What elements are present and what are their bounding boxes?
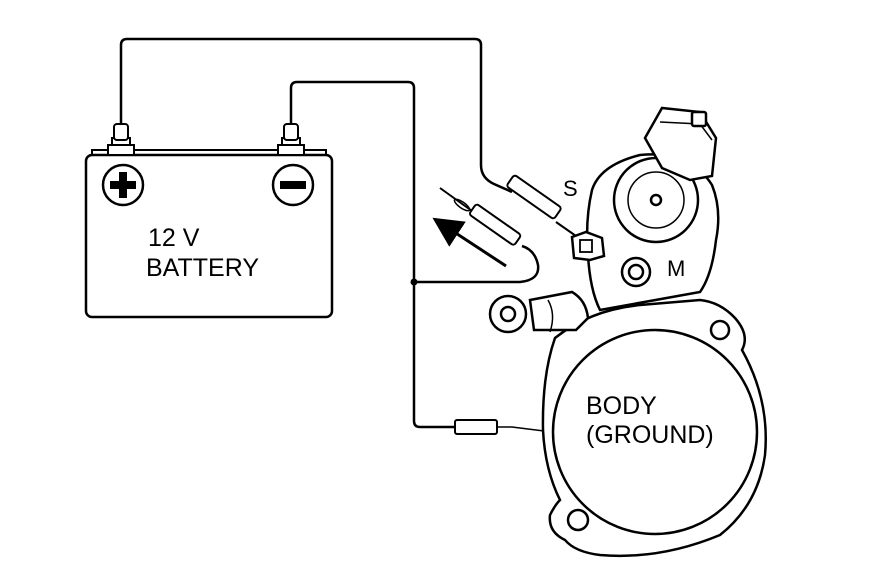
direction-arrow-icon	[432, 217, 507, 268]
battery-case	[84, 153, 334, 319]
negative-lead-wire	[289, 80, 455, 429]
battery: 12 V BATTERY	[84, 123, 334, 319]
m-terminal-lead-wire	[414, 244, 540, 284]
ground-lead-wire	[497, 426, 545, 432]
disconnected-probe-clip	[439, 187, 522, 246]
starter-motor	[541, 298, 767, 558]
battery-voltage-label: 12 V	[148, 224, 200, 252]
m-terminal-cable	[488, 290, 590, 334]
ground-label: (GROUND)	[586, 421, 714, 449]
terminal-s-post	[570, 230, 606, 262]
wires	[119, 37, 545, 432]
battery-positive-terminal	[107, 123, 135, 156]
positive-lead-wire	[119, 37, 513, 194]
wire-junction	[410, 278, 418, 286]
plus-icon	[101, 163, 145, 207]
starter-solenoid	[570, 106, 720, 312]
minus-icon	[271, 163, 315, 207]
body-label: BODY	[586, 392, 657, 420]
battery-name-label: BATTERY	[146, 254, 259, 282]
terminal-m-label: M	[667, 256, 685, 281]
starter-body-housing	[551, 328, 759, 536]
battery-negative-terminal	[277, 123, 305, 156]
terminal-s-label: S	[563, 176, 578, 201]
ground-probe-clip	[454, 419, 498, 435]
